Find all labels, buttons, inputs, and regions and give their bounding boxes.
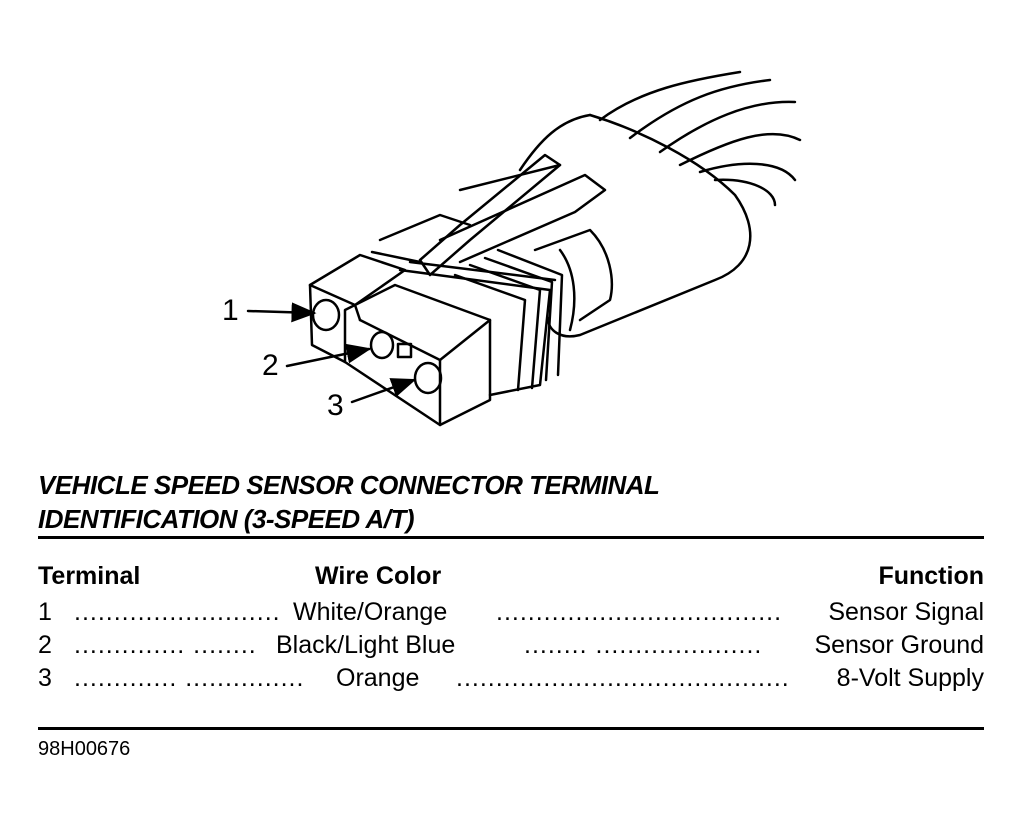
polarizing-key <box>396 342 413 359</box>
dot-leader: ............. ............... <box>74 664 305 692</box>
header-function: Function <box>878 562 984 590</box>
connector-housing <box>518 113 752 338</box>
dot-leader: ........................................… <box>496 598 781 626</box>
terminal-table: Terminal Wire Color Function 1 .........… <box>38 558 984 697</box>
bottom-divider <box>38 727 984 730</box>
table-row: 3 ............. ............... Orange .… <box>38 664 984 697</box>
locking-latch <box>370 153 607 277</box>
dot-leader: .............. ........ <box>74 631 257 659</box>
leader-arrow-3 <box>350 378 417 404</box>
wire-bundle <box>598 70 802 207</box>
table-header: Terminal Wire Color Function <box>38 558 984 598</box>
seal-ribs <box>398 248 564 397</box>
dot-leader: ........ ...................... <box>524 631 764 659</box>
row-wire-color: Black/Light Blue <box>276 631 456 659</box>
connector-illustration <box>246 70 802 427</box>
row-wire-color: White/Orange <box>293 598 448 626</box>
callout-2: 2 <box>262 349 279 382</box>
table-row: 2 .............. ........ Black/Light Bl… <box>38 631 984 664</box>
row-terminal: 2 <box>38 631 52 659</box>
dot-leader: ........................................… <box>74 598 279 626</box>
terminal-3-cavity <box>413 361 443 395</box>
row-function: 8-Volt Supply <box>836 664 984 692</box>
title-line-1: VEHICLE SPEED SENSOR CONNECTOR TERMINAL <box>38 470 660 500</box>
dot-leader: ........................................… <box>456 664 791 692</box>
figure-title: VEHICLE SPEED SENSOR CONNECTOR TERMINAL … <box>38 468 660 536</box>
leader-arrow-1 <box>246 302 317 323</box>
terminal-1-cavity <box>311 298 341 332</box>
header-wire-color: Wire Color <box>315 562 442 590</box>
terminal-2-cavity <box>369 330 395 360</box>
top-divider <box>38 536 984 539</box>
callout-1: 1 <box>222 294 239 327</box>
leader-arrow-2 <box>285 343 372 368</box>
row-function: Sensor Ground <box>814 631 984 659</box>
title-line-2: IDENTIFICATION (3-SPEED A/T) <box>38 504 415 534</box>
row-terminal: 1 <box>38 598 52 626</box>
figure-id: 98H00676 <box>38 738 131 760</box>
table-row: 1 ......................................… <box>38 598 984 631</box>
row-terminal: 3 <box>38 664 52 692</box>
row-wire-color: Orange <box>336 664 420 692</box>
row-function: Sensor Signal <box>828 598 984 626</box>
callout-3: 3 <box>327 389 344 422</box>
header-terminal: Terminal <box>38 562 141 590</box>
